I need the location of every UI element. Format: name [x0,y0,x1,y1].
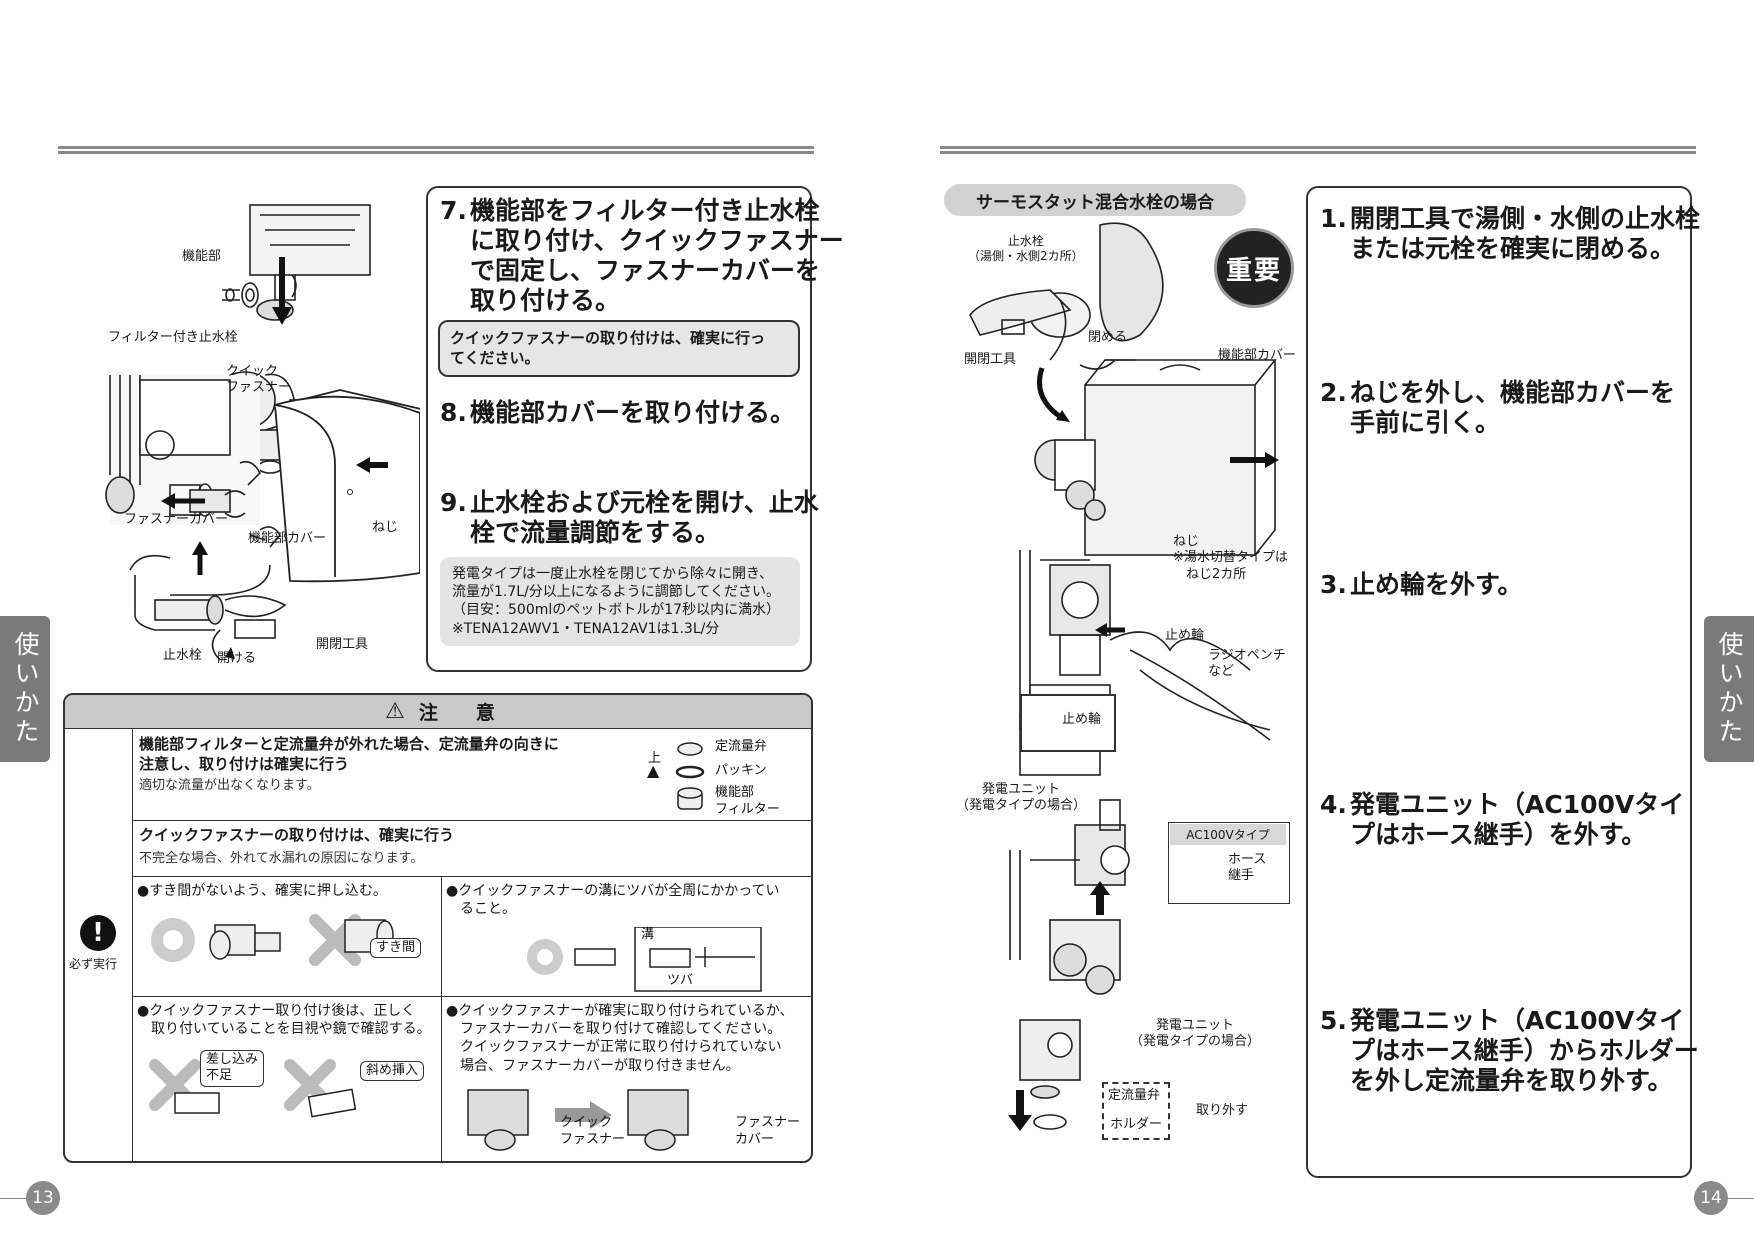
label-holder: ホルダー [1110,1117,1163,1132]
label-cover: 機能部カバー [248,531,327,546]
page-line-left [0,1198,28,1199]
cell-b [442,877,811,997]
side-tab-left[interactable]: 使いかた [0,616,50,762]
cell-a [133,877,442,997]
row2-sub: 不完全な場合、外れて水漏れの原因になります。 [139,851,424,866]
cell-d-text: ●クイックファスナーが確実に取り付けられているか、 ファスナーカバーを取り付けて… [446,1003,794,1074]
page-number-right: 14 [1694,1181,1728,1215]
label-unit-2: 発電ユニット （発電タイプの場合） [1130,1018,1261,1050]
cell-c-tag1: 差し込み 不足 [200,1050,265,1087]
row2-title: クイックファスナーの取り付けは、確実に行う [139,826,455,844]
caution-left-col [65,729,133,1161]
page-line-right [1726,1198,1754,1199]
warning-icon: ⚠ [385,699,405,724]
cell-a-illustration [151,914,394,966]
caution-row-1 [133,729,811,821]
label-tool: 開閉工具 [316,637,369,652]
side-tab-right[interactable]: 使いかた [1704,616,1754,762]
cell-a-tag: すき間 [370,938,422,959]
step-2: 2.ねじを外し、機能部カバーを 手前に引く。 [1320,378,1676,437]
parts-dashed-box [1102,1082,1170,1140]
cell-c-text: ●クイックファスナー取り付け後は、正しく 取り付いていることを目視や鏡で確認する… [137,1003,431,1038]
note-step-7: クイックファスナーの取り付けは、確実に行っ てください。 [438,320,800,377]
cell-b-groove: 溝 [641,927,655,942]
label-tool-right: 開閉工具 [964,352,1017,367]
step-1: 1.開閉工具で湯側・水側の止水栓 または元栓を確実に閉める。 [1320,204,1701,263]
label-shisuisen-right: 止水栓 （湯側・水側2カ所） [968,234,1084,263]
row1-title: 機能部フィルターと定流量弁が外れた場合、定流量弁の向きに 注意し、取り付けは確実… [139,735,559,773]
arrow-up-icon: ▲ [647,761,660,780]
label-quick-fastener: クイック ファスナー [226,364,292,396]
label-ring-detail: 止め輪 [1062,712,1102,727]
cell-c-tag2: 斜め挿入 [360,1061,425,1082]
label-close: 閉める [1088,330,1128,345]
note-step-9: 発電タイプは一度止水栓を閉じてから除々に開き、 流量が1.7L/分以上になるよう… [440,557,800,646]
label-valve: 定流量弁 [1108,1088,1161,1103]
row1-sub: 適切な流量が出なくなります。 [139,778,320,793]
step-9: 9.止水栓および元栓を開け、止水 栓で流量調節をする。 [440,488,819,547]
cell-b-text: ●クイックファスナーの溝にツバが全周にかかってい ること。 [446,883,780,918]
section-pill: サーモスタット混合水栓の場合 [944,184,1246,216]
header-rule-left [58,146,814,154]
step-4: 4.発電ユニット（AC100Vタイ プはホース継手）を外す。 [1320,790,1685,849]
caution-header: ⚠ 注 意 [65,695,811,729]
cell-b-illustration [527,927,762,992]
label-unit: 発電ユニット （発電タイプの場合） [956,782,1087,814]
step-8: 8.機能部カバーを取り付ける。 [440,398,796,427]
label-ring: 止め輪 [1165,628,1205,643]
must-label: 必ず実行 [69,957,118,971]
caution-title: 注 意 [418,702,495,724]
label-shisuisen: 止水栓 [163,648,203,663]
steps-box-right [1306,186,1692,1178]
remove-illustration [969,222,1279,1131]
cell-c [133,997,442,1161]
label-hose: ホース 継手 [1228,852,1267,884]
part-packing: パッキン [715,763,767,778]
page-number-left: 13 [26,1181,60,1215]
label-cover-right: 機能部カバー [1218,348,1297,363]
cell-a-text: ●すき間がないよう、確実に押し込む。 [137,883,387,899]
label-remove: 取り外す [1196,1103,1249,1118]
header-rule-right [940,146,1696,154]
label-open: 開ける [217,651,257,666]
step-3: 3.止め輪を外す。 [1320,570,1523,599]
part-valve: 定流量弁 [715,739,768,754]
ring-detail-box [1020,694,1116,752]
parts-stack-illustration [675,742,705,810]
label-pliers: ラジオペンチ など [1208,648,1286,680]
ac-type-tag: AC100Vタイプ [1170,824,1286,845]
must-icon: ! [80,915,116,951]
cell-d-label1: クイック ファスナー [560,1115,626,1147]
label-filter-valve: フィルター付き止水栓 [108,330,238,345]
step-7: 7.機能部をフィルター付き止水栓 に取り付け、クイックファスナー で固定し、ファ… [440,196,844,315]
important-badge: 重要 [1214,228,1294,308]
cell-d-illustration [467,1089,689,1151]
cell-d-label2: ファスナー カバー [735,1115,801,1147]
label-kinoubu: 機能部 [182,249,222,264]
caution-row-2 [133,821,811,877]
install-illustration [105,204,420,661]
label-fastener-cover: ファスナーカバー [124,512,229,527]
label-screw-right: ねじ ※湯水切替タイプは ねじ2カ所 [1173,534,1288,582]
caution-panel: ⚠ 注 意 ! 必ず実行 機能部フィルターと定流量弁が外れた場合、定流量弁の向き… [63,693,813,1163]
row1-up-label: 上 [648,751,662,766]
part-filter: 機能部 フィルター [715,785,780,817]
cell-b-flange: ツバ [667,973,694,988]
label-screw: ねじ [372,520,399,535]
cell-c-illustration [149,1059,357,1118]
step-5: 5.発電ユニット（AC100Vタイ プはホース継手）からホルダー を外し定流量弁… [1320,1006,1699,1095]
